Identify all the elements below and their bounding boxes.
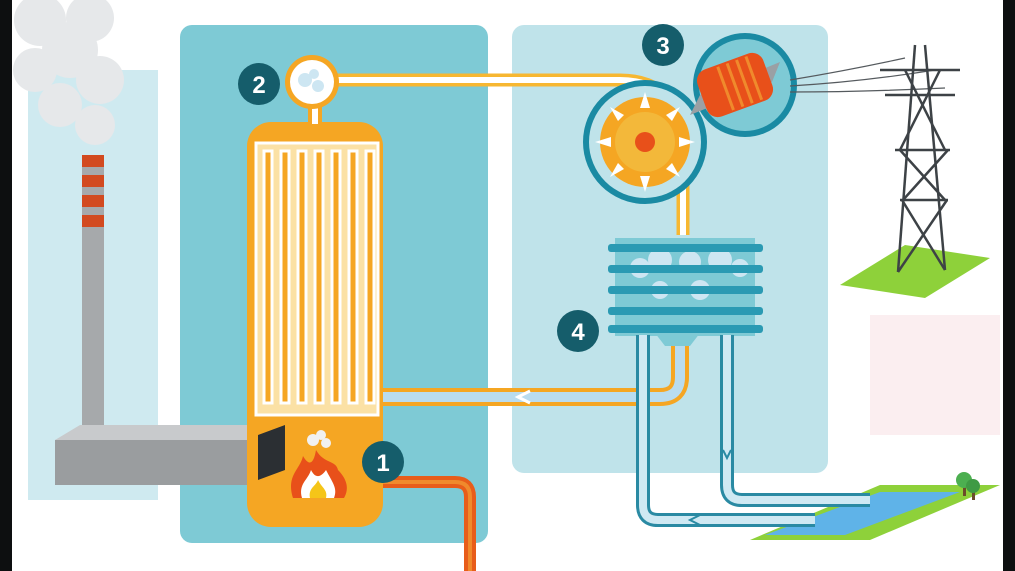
step-number: 2 [252,72,265,99]
flow-arrow-icon [514,389,531,405]
step-number: 1 [376,450,389,477]
step-number: 4 [571,319,585,346]
flow-arrow-icon [687,514,701,526]
turbine-blades [595,92,695,192]
smoke-puff-icon [307,430,331,448]
left-frame-edge [0,0,12,571]
transmission-tower [840,44,990,298]
generator [690,33,797,137]
turbine [583,80,707,204]
tree-icon [956,472,980,500]
flow-arrow-icon [722,449,732,461]
fire-icon [291,450,347,498]
step-badge-2: 2 [238,63,280,105]
faded-panel [870,315,1000,435]
condenser [608,238,763,346]
feedwater-pipe [383,333,689,406]
steam-drum [285,55,339,109]
step-badge-3: 3 [642,24,684,66]
step-badge-1: 1 [362,441,404,483]
smoke-clouds [13,0,124,145]
cooling-water-pipes [636,335,870,527]
boiler [247,122,383,527]
power-lines [789,57,946,93]
chimney [82,155,104,435]
step-number: 3 [656,33,669,60]
furnace [258,425,347,498]
step-badge-4: 4 [557,310,599,352]
right-frame-edge [1003,0,1015,571]
flue-duct [55,425,255,485]
